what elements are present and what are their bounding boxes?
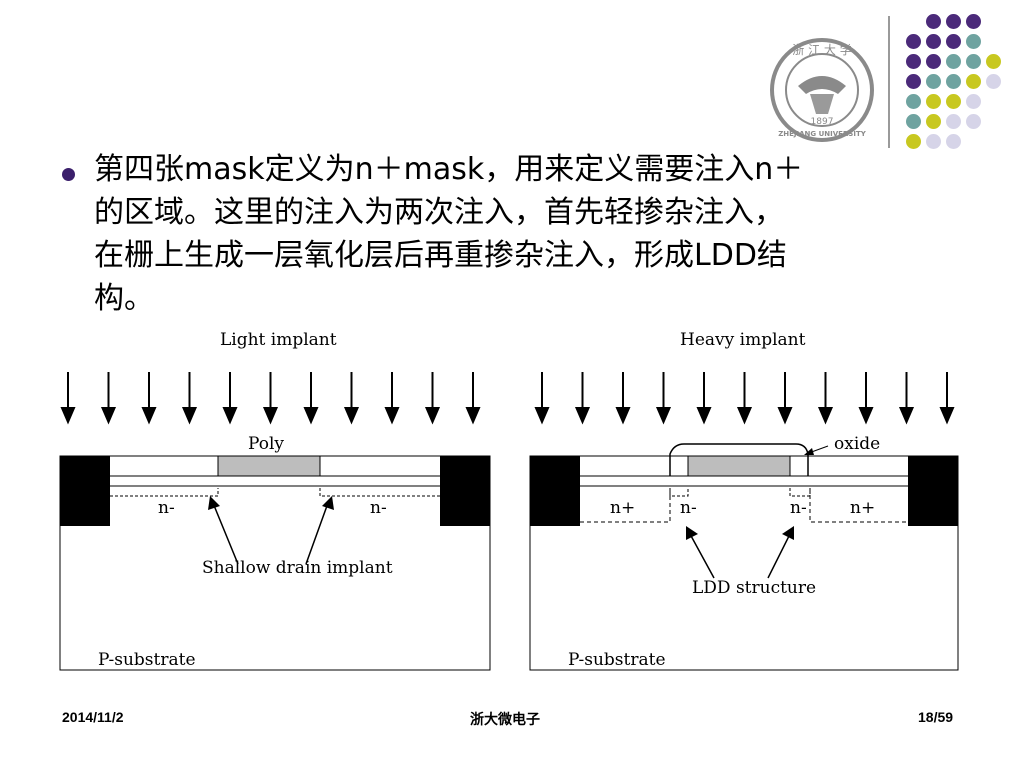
decorative-dot [906,74,921,89]
annotation-label: LDD structure [692,578,817,598]
region-label-outer-right: n+ [850,498,876,518]
decorative-dot [946,74,961,89]
region-label-inner-left: n- [680,498,697,518]
decorative-dot [926,54,941,69]
logo-top-text: 浙 江 大 学 [792,42,851,57]
decorative-dot [926,34,941,49]
footer-date: 2014/11/2 [62,709,124,725]
implant-arrowhead [100,407,117,425]
implant-arrowhead [736,407,753,425]
oxide-label: oxide [834,434,881,454]
implant-arrowhead [141,407,157,425]
light-implant-diagram: Light implant Poly n- n- Shallow drain i… [58,328,498,678]
implant-arrowhead [858,407,874,425]
text-line: 在栅上生成一层氧化层后再重掺杂注入，形成LDD结 [94,238,787,273]
implant-arrowhead [384,407,400,425]
implant-arrowhead [898,407,915,425]
decorative-dot [926,14,941,29]
heavy-implant-drawing [529,372,959,671]
decorative-dot [966,114,981,129]
decorative-dot [946,94,961,109]
implant-arrowhead [696,407,712,425]
slide-body-text: 第四张mask定义为n＋mask，用来定义需要注入n＋ 的区域。这里的注入为两次… [94,148,954,320]
decorative-dot [946,14,961,29]
decorative-dot [906,134,921,149]
decorative-dot [906,94,921,109]
implant-arrowhead [343,407,360,425]
implant-arrowhead [817,407,834,425]
text-line: 的区域。这里的注入为两次注入，首先轻掺杂注入， [94,195,784,230]
implant-arrowhead [777,407,793,425]
text-line: 构。 [94,281,154,316]
implant-arrowhead [465,407,481,425]
region-label-right: n- [370,498,387,518]
footer-center: 浙大微电子 [470,711,540,727]
gate-label: Poly [248,434,285,454]
decorative-dot [906,34,921,49]
decorative-dot [906,54,921,69]
decorative-dot [946,134,961,149]
implant-arrowhead [939,407,955,425]
decorative-dot [906,114,921,129]
light-implant-drawing [59,372,491,671]
implant-arrowhead [615,407,631,425]
decorative-dot [926,114,941,129]
implant-arrowhead [574,407,591,425]
decorative-dot-grid [900,8,1024,168]
implant-arrowhead [262,407,279,425]
region-label-left: n- [158,498,175,518]
footer-page-number: 18/59 [918,709,954,725]
decorative-dot [986,54,1001,69]
substrate-label: P-substrate [98,650,196,670]
implant-arrowhead [534,407,550,425]
implant-arrowhead [222,407,238,425]
divider-line [888,16,890,148]
decorative-dot [926,94,941,109]
region-label-inner-right: n- [790,498,807,518]
logo-year: 1897 [811,117,834,127]
decorative-dot [946,54,961,69]
diagram-title: Light implant [220,330,337,350]
implant-arrowhead [60,407,76,425]
decorative-dot [966,34,981,49]
logo-bottom-text: ZHEJIANG UNIVERSITY [778,130,867,138]
decorative-dot [966,54,981,69]
decorative-dot [926,74,941,89]
heavy-implant-diagram: Heavy implant oxide n+ n- n- n+ LDD stru… [528,328,964,678]
zhejiang-university-logo: 浙 江 大 学 1897 ZHEJIANG UNIVERSITY [768,36,876,144]
implant-arrowhead [303,407,319,425]
implant-arrowhead [424,407,441,425]
diagram-title: Heavy implant [680,330,806,350]
decorative-dot [966,14,981,29]
substrate-label: P-substrate [568,650,666,670]
implant-arrowhead [655,407,672,425]
decorative-dot [946,34,961,49]
decorative-dot [966,74,981,89]
annotation-label: Shallow drain implant [202,558,393,578]
decorative-dot [926,134,941,149]
bullet-icon [62,168,75,181]
text-line: 第四张mask定义为n＋mask，用来定义需要注入n＋ [94,152,804,187]
implant-arrowhead [181,407,198,425]
decorative-dot [966,94,981,109]
decorative-dot [986,74,1001,89]
region-label-outer-left: n+ [610,498,636,518]
decorative-dot [946,114,961,129]
